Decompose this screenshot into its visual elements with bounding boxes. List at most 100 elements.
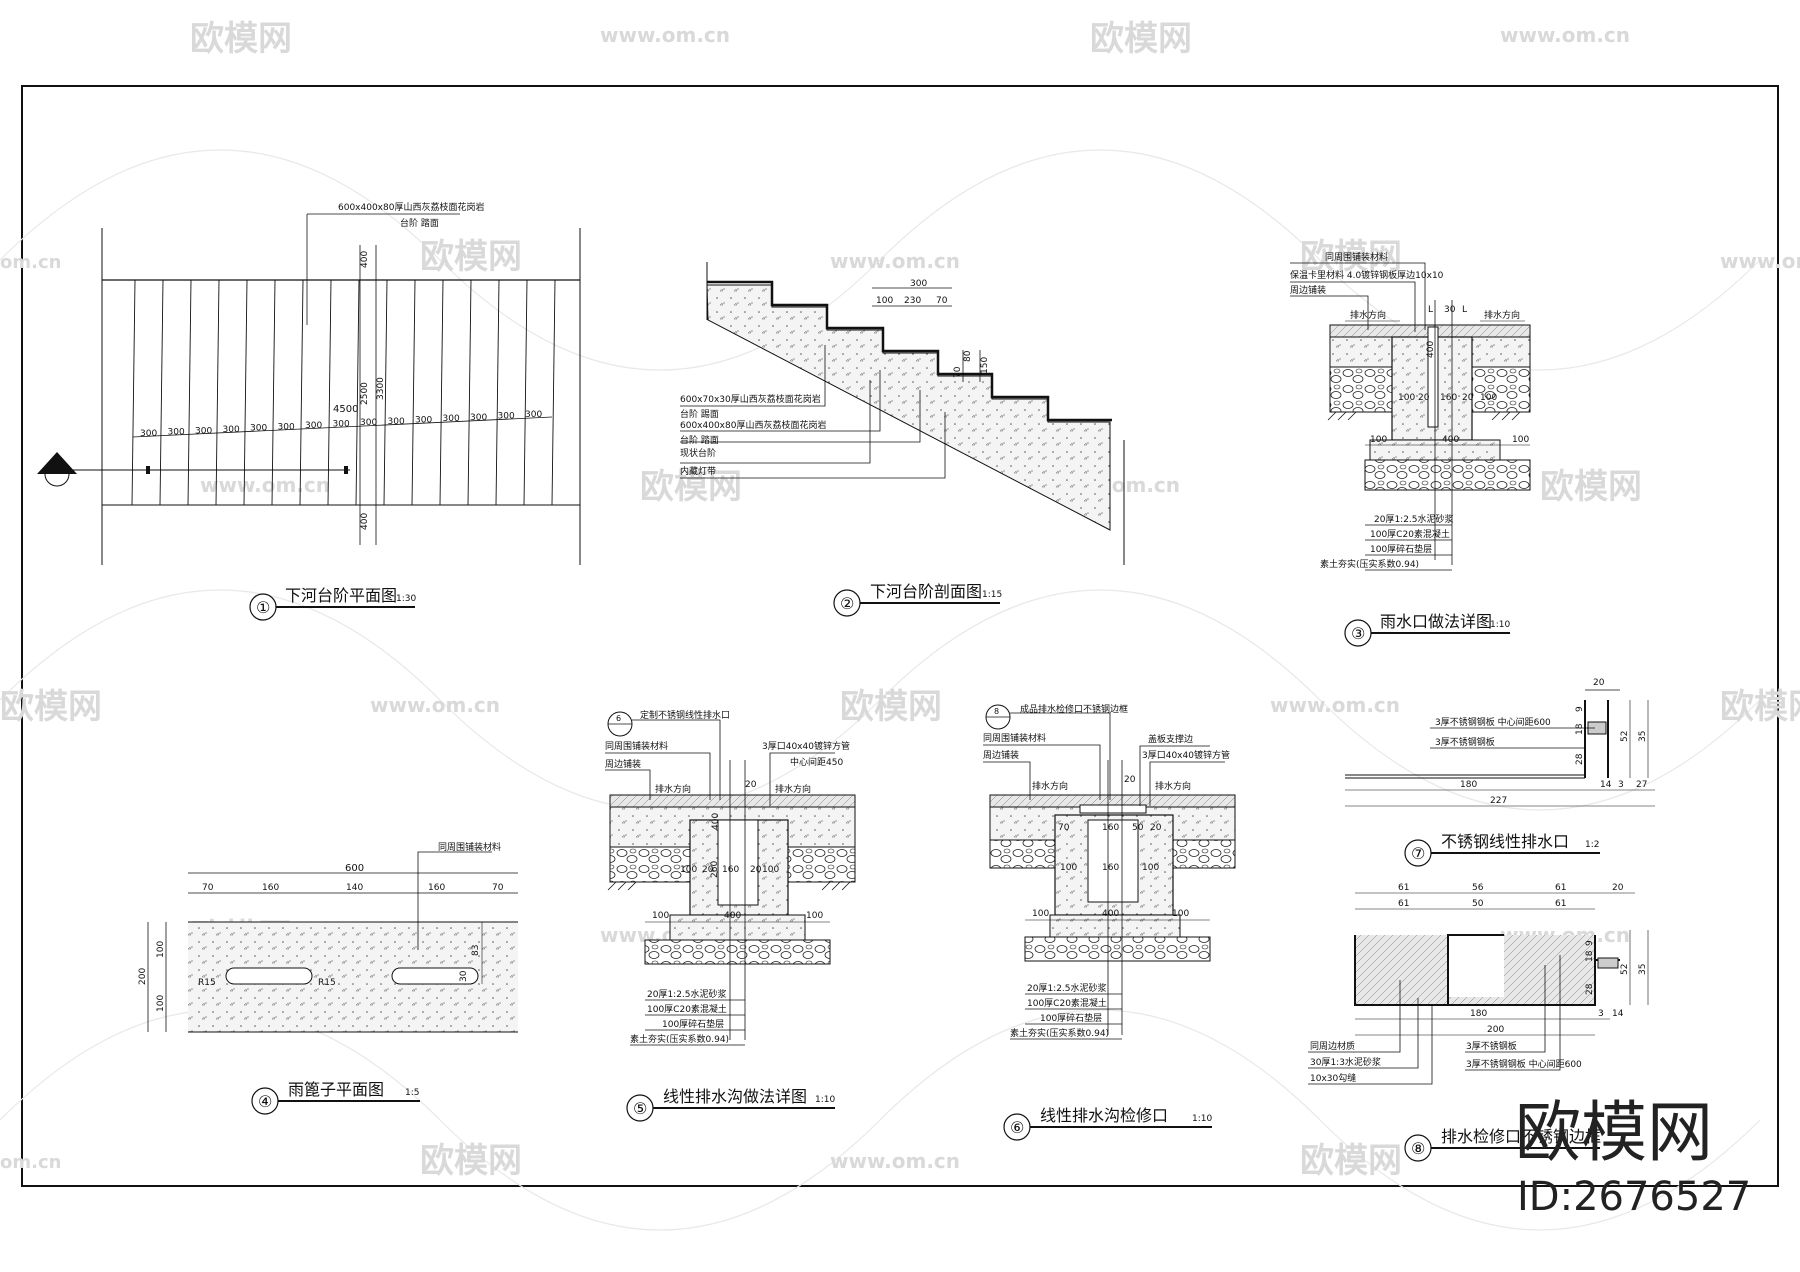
d2-dim-70: 70 [936,296,948,306]
drawing-7-outlet: 20 9 18 52 35 28 3厚不锈钢钢板 中心间距600 3厚不锈钢钢板… [1345,678,1655,867]
wm-url: www.om.cn [1500,23,1630,47]
d7-title: 不锈钢线性排水口 [1441,832,1569,851]
d3-note3: 周边铺装 [1290,284,1326,296]
d3-dim-400: 400 [1426,341,1436,358]
d5-title-num: ⑤ [633,1099,647,1118]
wm-url: www.om.cn [200,473,330,497]
d8-dim-180: 180 [1470,1009,1487,1019]
d3-dim-20: 20 [1418,393,1430,403]
wm-url: www.om.cn [600,23,730,47]
d7-dim-3: 3 [1618,780,1624,790]
d1-step-dim: 300 [415,416,432,426]
wm-logo: 欧模网 [1300,1141,1402,1181]
wm-url: www.om.cn [370,693,500,717]
d7-dim-27: 27 [1636,780,1647,790]
wm-logo: 欧模网 [1540,467,1642,507]
wm-logo: 欧模网 [1720,687,1800,727]
d5-scale: 1:10 [815,1095,835,1105]
drawing-4-grate: 600 70 160 140 160 70 200 100 100 83 30 … [138,841,518,1115]
d8-dim-61d: 61 [1555,899,1566,909]
d3-dim-100c: 100 [1370,435,1387,445]
d5-tag: 6 [616,714,621,723]
wm-logo: 欧模网 [1090,19,1192,59]
d7-dim-20: 20 [1593,678,1605,688]
d7-dim-14: 14 [1600,780,1612,790]
wm-short: om.cn [0,1152,61,1173]
d7-dim-180: 180 [1460,780,1477,790]
d1-section-tag: 2 [53,465,59,475]
watermark-brand: 欧模网 ID:2676527 [1515,1094,1751,1220]
d6-note3: 盖板支撑边 [1148,733,1193,745]
d2-title-num: ② [840,594,854,613]
d8-dim-61a: 61 [1398,883,1409,893]
wm-logo: 欧模网 [0,687,102,727]
d6-layer1: 20厚1:2.5水泥砂浆 [1027,982,1107,994]
drawing-5-drain: 6 定制不锈钢线性排水口 同周围铺装材料 周边铺装 3厚口40x40镀锌方管 中… [605,709,856,1122]
d7-title-num: ⑦ [1411,844,1425,863]
d1-step-dim: 300 [333,420,350,430]
d6-note4: 3厚口40x40镀锌方管 [1142,749,1230,761]
d5-dim-20a: 20 [702,865,714,875]
d8-dim-14: 14 [1612,1009,1624,1019]
d5-note1: 同周围铺装材料 [605,740,668,752]
d6-scale: 1:10 [1192,1114,1212,1124]
d8-dim-61c: 61 [1398,899,1409,909]
d3-layer4: 素土夯实(压实系数0.94) [1320,558,1419,570]
d5-dim-20: 20 [745,780,757,790]
d4-scale: 1:5 [405,1088,419,1098]
d3-note2: 保温卡里材料 4.0镀锌钢板厚边10x10 [1290,269,1444,281]
d6-flow-right: 排水方向 [1155,780,1191,792]
d1-step-dim: 300 [443,414,460,424]
d5-dim-100a: 100 [680,865,697,875]
d3-layer3: 100厚碎石垫层 [1370,543,1432,555]
d6-dim-20: 20 [1124,775,1136,785]
d1-step-dim: 300 [360,418,377,428]
d1-step-dim: 300 [388,417,405,427]
drawing-2-section: 300 100 230 70 70 80 150 600x70x30厚山西灰荔枝… [680,262,1125,617]
drawing-6-access: 8 成品排水检修口不锈钢边框 同周围铺装材料 周边铺装 盖板支撑边 3厚口40x… [983,703,1236,1141]
d5-title: 线性排水沟做法详图 [663,1087,807,1106]
d4-dim-160a: 160 [262,883,279,893]
d1-step-dim: 300 [278,422,295,432]
d4-title-num: ④ [258,1092,272,1111]
d6-dim-70: 70 [1058,823,1070,833]
d8-title: 排水检修口不锈钢边框 [1441,1127,1601,1146]
d6-title: 线性排水沟检修口 [1040,1106,1168,1125]
d8-dim-28: 28 [1585,983,1595,995]
d3-dim-400b: 400 [1442,435,1459,445]
d4-dim-200: 200 [138,968,148,985]
watermark-layer: 欧模网 www.om.cn 欧模网 www.om.cn om.cn 欧模网 ww… [0,19,1800,1181]
d1-step-dim: 300 [195,426,212,436]
wm-logo: 欧模网 [420,237,522,277]
d6-dim-20b: 20 [1150,823,1162,833]
d5-layer4: 素土夯实(压实系数0.94) [630,1033,729,1045]
d1-dim-2500: 2500 [360,382,370,405]
d1-scale: 1:30 [396,594,416,604]
d4-dim-70a: 70 [202,883,214,893]
d7-dim-35: 35 [1638,731,1648,742]
wm-url: www.om.cn [830,1149,960,1173]
d3-dim-100b: 100 [1480,393,1497,403]
d5-note0: 定制不锈钢线性排水口 [640,709,730,721]
d3-layer2: 100厚C20素混凝土 [1370,528,1450,540]
d2-note4: 台阶 踏面 [680,434,719,446]
d5-note4: 中心间距450 [790,756,843,768]
d1-step-dim: 300 [470,413,487,423]
d3-dim-20b: 20 [1462,393,1474,403]
wm-url: www.om.cn [1270,693,1400,717]
d6-note2: 周边铺装 [983,749,1019,761]
d1-step-dim: 300 [168,428,185,438]
d5-dim-400b: 400 [724,911,741,921]
d8-note2: 30厚1:3水泥砂浆 [1310,1056,1381,1068]
d1-step-dim: 300 [498,411,515,421]
drawing-8-frame: 61 56 61 20 61 50 61 9 18 52 35 28 180 3… [1308,883,1649,1162]
d6-dim-100a: 100 [1060,863,1077,873]
d6-title-num: ⑥ [1010,1118,1024,1137]
d4-dim-160b: 160 [428,883,445,893]
d8-dim-20: 20 [1612,883,1624,893]
d1-note-sub: 台阶 踏面 [400,217,439,229]
d5-dim-400: 400 [711,813,721,830]
d1-step-dim: 300 [250,424,267,434]
d7-scale: 1:2 [1585,840,1599,850]
d6-layer2: 100厚C20素混凝土 [1027,997,1107,1009]
